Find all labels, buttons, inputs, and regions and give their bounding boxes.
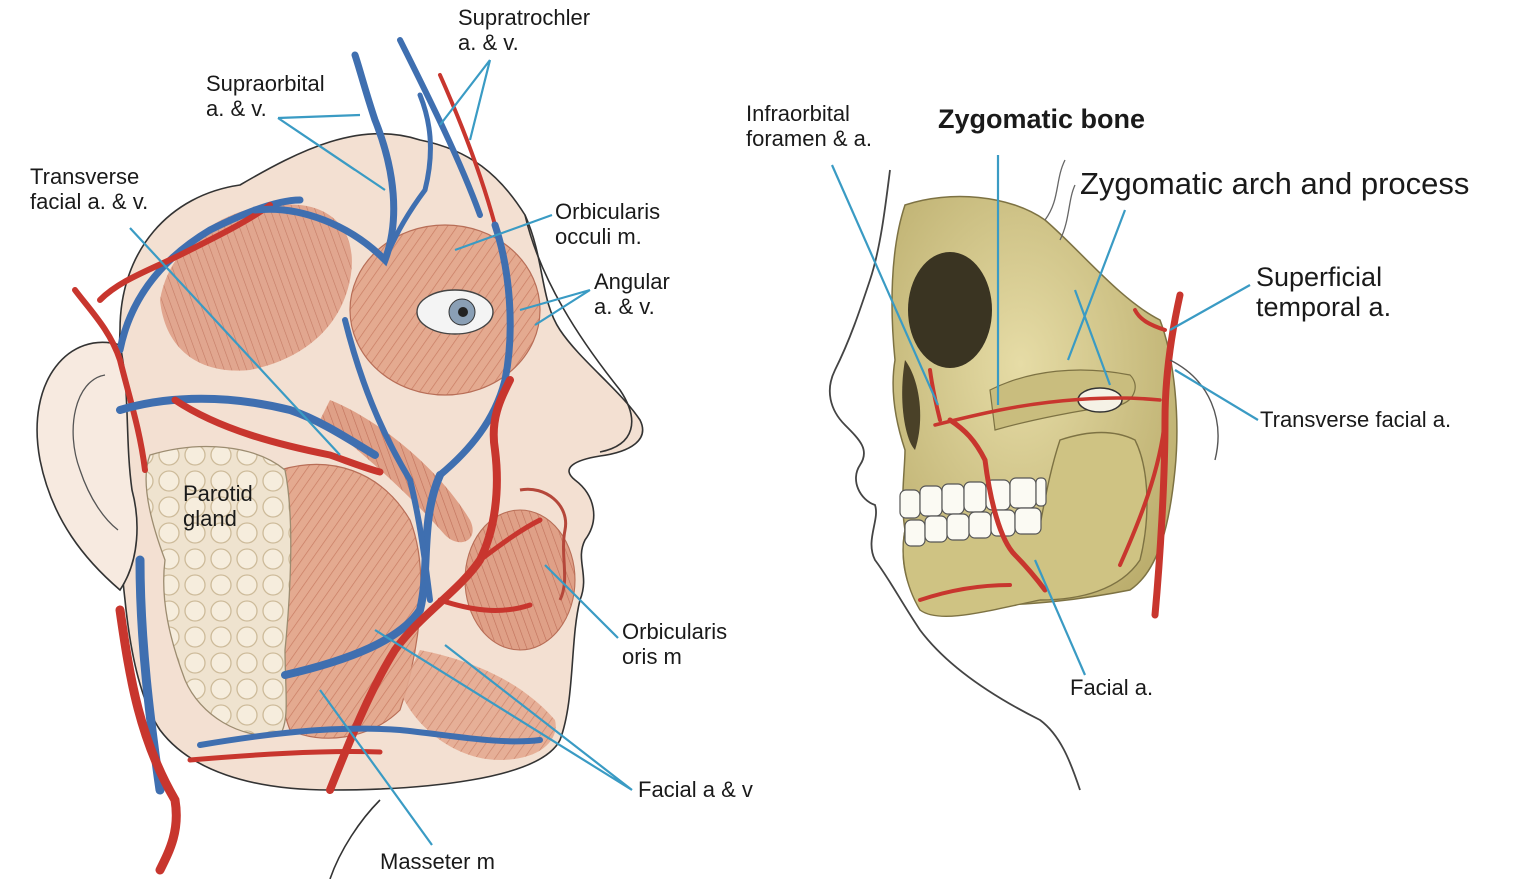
label-orbicularis-oris: Orbicularis oris m [622, 620, 727, 669]
label-supraorbital: Supraorbital a. & v. [206, 72, 325, 121]
label-angular: Angular a. & v. [594, 270, 670, 319]
masseter-muscle [271, 464, 421, 738]
label-facial-av: Facial a & v [638, 778, 753, 803]
leader-transverse-facial-a [1175, 370, 1258, 420]
label-orbicularis-oris-line1: Orbicularis [622, 620, 727, 645]
label-transverse-facial-a: Transverse facial a. [1260, 408, 1451, 433]
label-transverse-facial-av-line2: facial a. & v. [30, 190, 148, 215]
leader-superficial-temporal [1170, 285, 1250, 330]
label-parotid-gland: Parotid gland [183, 482, 253, 531]
label-parotid-line2: gland [183, 507, 253, 532]
label-orbicularis-occuli-line2: occuli m. [555, 225, 660, 250]
label-transverse-facial-av: Transverse facial a. & v. [30, 165, 148, 214]
orbit [908, 252, 992, 368]
label-orbicularis-oris-line2: oris m [622, 645, 727, 670]
label-parotid-line1: Parotid [183, 482, 253, 507]
label-orbicularis-occuli: Orbicularis occuli m. [555, 200, 660, 249]
label-masseter: Masseter m [380, 850, 495, 875]
label-supraorbital-line2: a. & v. [206, 97, 325, 122]
label-facial-a: Facial a. [1070, 676, 1153, 701]
label-transverse-facial-av-line1: Transverse [30, 165, 148, 190]
label-angular-line2: a. & v. [594, 295, 670, 320]
neck-outline [330, 800, 380, 879]
label-angular-line1: Angular [594, 270, 670, 295]
label-supratrochler: Supratrochler a. & v. [458, 6, 590, 55]
label-infraorbital-line1: Infraorbital [746, 102, 872, 127]
label-superficial-temporal-line1: Superficial [1256, 262, 1391, 292]
label-zygomatic-bone: Zygomatic bone [938, 104, 1145, 134]
label-orbicularis-occuli-line1: Orbicularis [555, 200, 660, 225]
label-superficial-temporal-line2: temporal a. [1256, 292, 1391, 322]
label-zygomatic-arch: Zygomatic arch and process [1080, 167, 1469, 202]
label-supratrochler-line2: a. & v. [458, 31, 590, 56]
label-infraorbital: Infraorbital foramen & a. [746, 102, 872, 151]
label-superficial-temporal: Superficial temporal a. [1256, 262, 1391, 322]
leader-supratrochler [440, 60, 490, 140]
pupil [458, 307, 468, 317]
label-infraorbital-line2: foramen & a. [746, 127, 872, 152]
right-skull-illustration [830, 160, 1218, 790]
label-supratrochler-line1: Supratrochler [458, 6, 590, 31]
label-supraorbital-line1: Supraorbital [206, 72, 325, 97]
